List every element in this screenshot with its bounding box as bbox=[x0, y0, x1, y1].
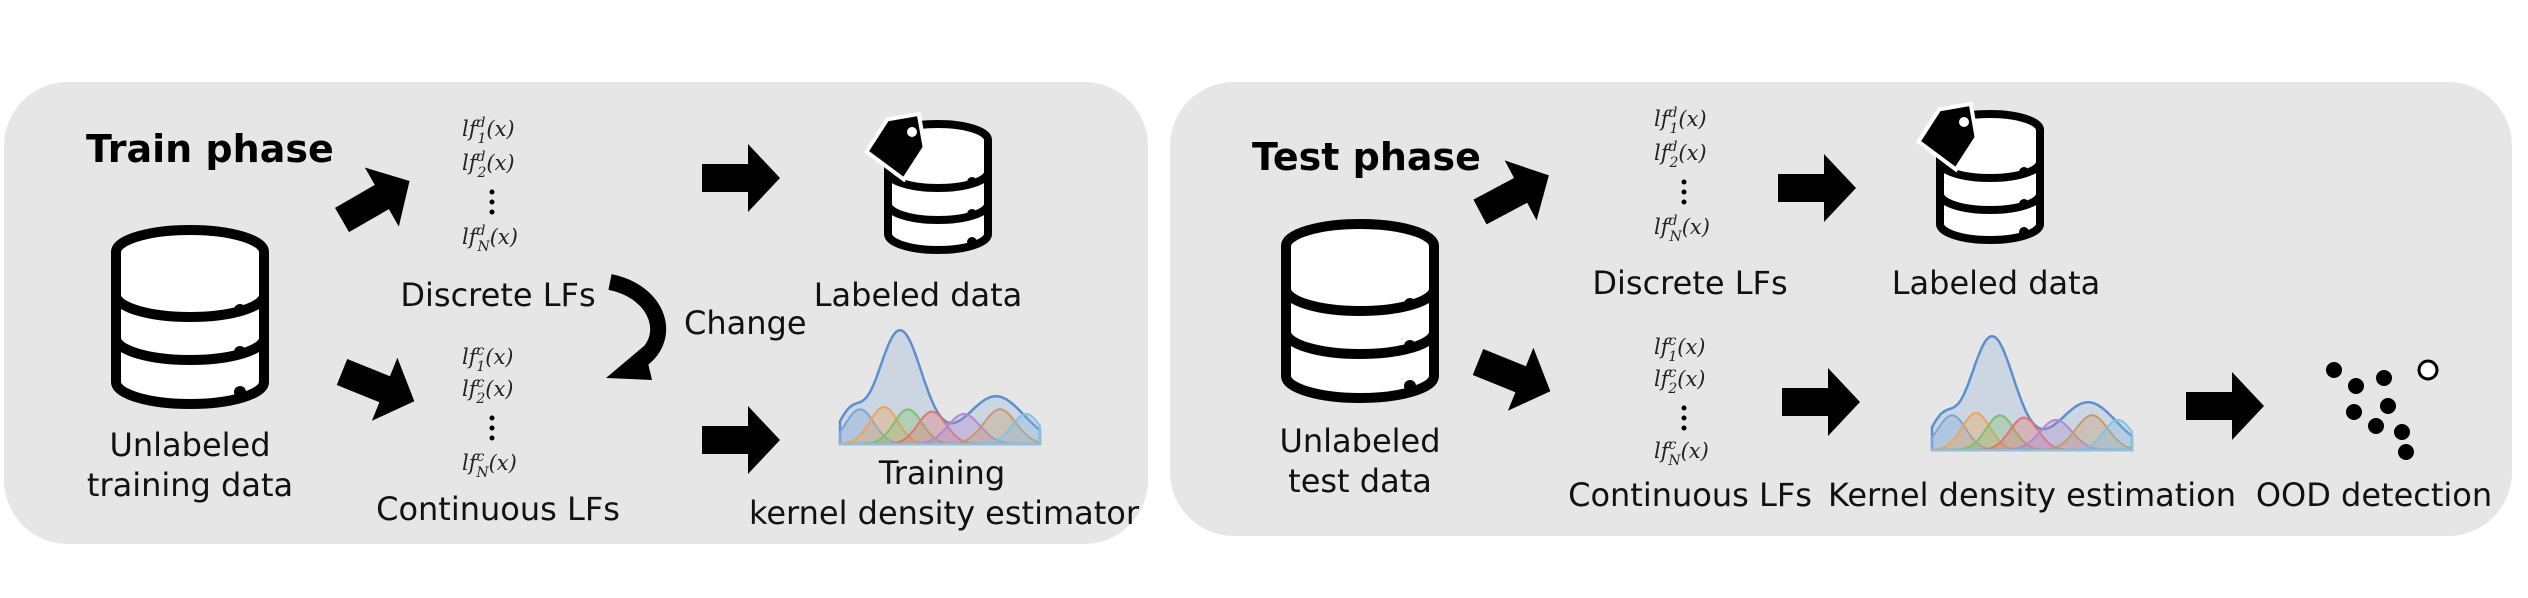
train-kde-label-line1: Training bbox=[878, 454, 1005, 492]
ood-detection-label: OOD detection bbox=[2256, 476, 2492, 514]
ood-inlier-point bbox=[2394, 424, 2410, 440]
train-discrete-ellipsis-dot bbox=[489, 189, 495, 195]
train-database-icon bbox=[116, 230, 264, 404]
train-discrete-lfs-label: Discrete LFs bbox=[400, 276, 595, 314]
ood-inlier-point bbox=[2326, 362, 2342, 378]
ood-inlier-point bbox=[2346, 404, 2362, 420]
change-curved-arrow-icon bbox=[606, 274, 666, 380]
train-continuous-ellipsis-dot bbox=[489, 415, 495, 421]
test-discrete-ellipsis-dot bbox=[1681, 179, 1687, 185]
test-labeled-data-label: Labeled data bbox=[1892, 264, 2101, 302]
test-continuous-ellipsis-dot bbox=[1681, 405, 1687, 411]
test-db-label-line1: Unlabeled bbox=[1279, 422, 1440, 460]
ood-inlier-point bbox=[2380, 398, 2396, 414]
train-db-label-line1: Unlabeled bbox=[109, 426, 270, 464]
ood-inlier-point bbox=[2376, 370, 2392, 386]
train-db-label-line2: training data bbox=[87, 466, 293, 504]
test-continuous-ellipsis-dot bbox=[1681, 415, 1687, 421]
ood-outlier-point bbox=[2417, 359, 2439, 381]
train-continuous-lfs-label: Continuous LFs bbox=[376, 490, 620, 528]
ood-scatter-icon bbox=[2326, 359, 2439, 460]
train-labeled-data-label: Labeled data bbox=[814, 276, 1023, 314]
test-discrete-lfs-label: Discrete LFs bbox=[1592, 264, 1787, 302]
train-discrete-ellipsis-dot bbox=[489, 209, 495, 215]
test-database-icon bbox=[1286, 224, 1434, 398]
test-phase-title: Test phase bbox=[1252, 135, 1481, 179]
test-db-label-line2: test data bbox=[1288, 462, 1432, 500]
change-label: Change bbox=[684, 304, 807, 342]
ood-inlier-point bbox=[2348, 378, 2364, 394]
train-panel bbox=[4, 82, 1148, 544]
train-discrete-ellipsis-dot bbox=[489, 199, 495, 205]
test-kde-icon bbox=[1930, 335, 2134, 452]
test-kde-label: Kernel density estimation bbox=[1828, 476, 2236, 514]
train-continuous-ellipsis-dot bbox=[489, 425, 495, 431]
ood-inlier-point bbox=[2368, 418, 2384, 434]
test-continuous-lfs-label: Continuous LFs bbox=[1568, 476, 1812, 514]
test-discrete-ellipsis-dot bbox=[1681, 199, 1687, 205]
test-continuous-ellipsis-dot bbox=[1681, 425, 1687, 431]
kde-kernel-bump bbox=[840, 412, 1041, 445]
test-discrete-ellipsis-dot bbox=[1681, 189, 1687, 195]
ood-inlier-point bbox=[2398, 444, 2414, 460]
train-phase-title: Train phase bbox=[86, 127, 334, 171]
train-kde-icon bbox=[838, 329, 1042, 446]
kde-kernel-bump bbox=[1932, 418, 2133, 451]
train-continuous-ellipsis-dot bbox=[489, 435, 495, 441]
train-kde-label-line2: kernel density estimator bbox=[749, 494, 1140, 532]
